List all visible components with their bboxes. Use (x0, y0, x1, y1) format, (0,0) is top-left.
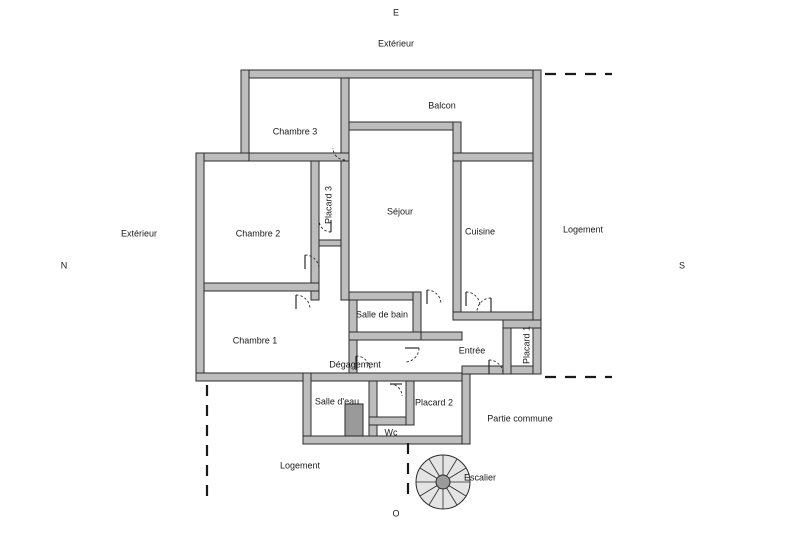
boundary-dashes-group (205, 72, 612, 503)
bathtub-fixture (344, 403, 364, 437)
label-partie-commune: Partie commune (487, 413, 553, 424)
room-label-chambre-2: Chambre 2 (235, 228, 281, 239)
room-label-degagement: Dégagement (329, 359, 381, 370)
room-label-salle-de-bain: Salle de bain (355, 309, 409, 320)
label-escalier: Escalier (463, 472, 497, 483)
room-label-balcon: Balcon (428, 100, 456, 111)
door-swings-group (295, 147, 504, 397)
room-label-sejour: Séjour (386, 206, 414, 217)
walls-group (195, 69, 542, 445)
staircase-icon (415, 454, 471, 510)
compass-label-s: S (678, 260, 686, 271)
room-label-placard-3: Placard 3 (323, 185, 334, 225)
room-label-chambre-3: Chambre 3 (272, 126, 318, 137)
door-leaves-group (295, 220, 492, 385)
label-logement-right: Logement (562, 224, 604, 235)
label-exterieur-top: Extérieur (377, 38, 415, 49)
label-exterieur-left: Extérieur (120, 228, 158, 239)
room-label-placard-1: Placard 1 (521, 325, 532, 365)
label-logement-bottom: Logement (279, 460, 321, 471)
compass-label-o: O (392, 508, 400, 519)
compass-label-n: N (60, 260, 68, 271)
room-label-placard-2: Placard 2 (414, 397, 454, 408)
room-label-entree: Entrée (458, 345, 486, 356)
room-label-cuisine: Cuisine (464, 226, 496, 237)
room-label-salle-deau: Salle d'eau (314, 396, 360, 407)
compass-label-e: E (392, 7, 400, 18)
room-label-wc: Wc (384, 427, 398, 438)
room-label-chambre-1: Chambre 1 (232, 335, 278, 346)
